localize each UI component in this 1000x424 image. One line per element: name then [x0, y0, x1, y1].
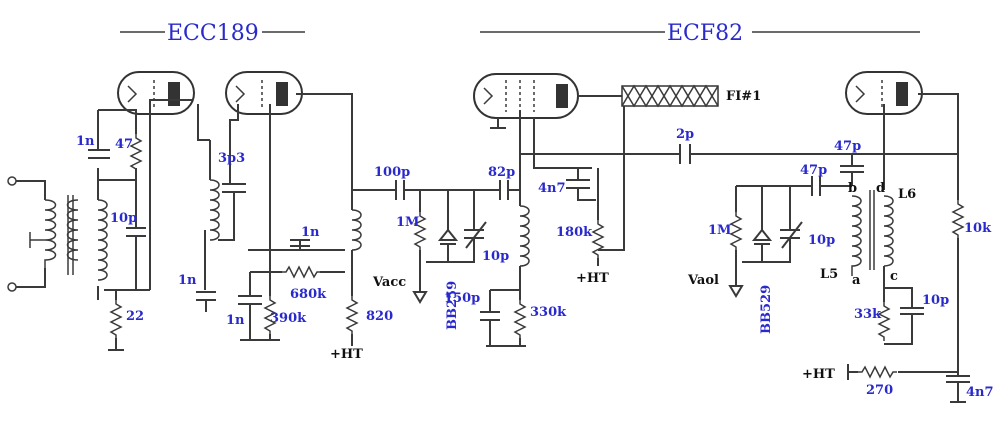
resistor — [281, 266, 322, 278]
label-c-100p: 100p — [374, 165, 410, 180]
label-c-1n: 1n — [76, 134, 95, 149]
grid-coil — [519, 205, 530, 267]
anode-coil — [351, 209, 362, 251]
label-r-47: 47 — [115, 137, 133, 152]
label-vaol: Vaol — [687, 273, 719, 288]
coil — [209, 179, 220, 241]
resistor — [952, 199, 964, 240]
label-c-4n7: 4n7 — [538, 181, 566, 196]
label-r-22: 22 — [126, 309, 144, 324]
label-pin-c: c — [890, 269, 898, 284]
label-c-10p: 10p — [482, 249, 509, 264]
varicap — [426, 190, 459, 263]
label-bb259: BB259 — [445, 281, 460, 330]
grid-coil — [97, 199, 108, 281]
label-r-270: 270 — [866, 383, 893, 398]
resistor — [110, 299, 122, 340]
tube-ecc189-a — [117, 71, 195, 115]
label-l5: L5 — [820, 267, 838, 282]
label-bb529: BB529 — [759, 285, 774, 334]
label-c-3p3: 3p3 — [218, 151, 245, 166]
label-c-4n7: 4n7 — [966, 385, 994, 400]
label-ht: +HT — [576, 271, 609, 286]
tube-ecc189-b — [225, 71, 303, 115]
label-c-47p: 47p — [834, 139, 861, 154]
coil-l5 — [851, 195, 862, 276]
resistor — [857, 366, 898, 378]
vaol-terminal — [728, 250, 744, 298]
varicap — [742, 186, 773, 263]
input-coil — [44, 199, 57, 268]
label-c-1n: 1n — [178, 273, 197, 288]
input-terminal — [7, 282, 17, 292]
label-r-180k: 180k — [556, 225, 593, 240]
label-r-10k: 10k — [964, 221, 992, 236]
label-c-10p: 10p — [922, 293, 949, 308]
vacc-terminal — [412, 250, 428, 304]
label-pin-a: a — [852, 273, 861, 288]
input-terminal — [7, 176, 17, 186]
resistor — [730, 211, 742, 252]
label-fi1: FI#1 — [726, 89, 761, 104]
label-c-82p: 82p — [488, 165, 515, 180]
label-r-390k: 390k — [270, 311, 307, 326]
label-c-1n: 1n — [226, 313, 245, 328]
title-ecf82: ECF82 — [667, 21, 743, 46]
title-ecc189: ECC189 — [167, 21, 259, 46]
tube-ecf82-pentode — [473, 73, 579, 119]
label-ht: +HT — [802, 367, 835, 382]
label-c-47p: 47p — [800, 163, 827, 178]
label-r-330k: 330k — [530, 305, 567, 320]
resistor — [592, 219, 604, 260]
label-c-150p: 150p — [444, 291, 480, 306]
label-r-820: 820 — [366, 309, 393, 324]
resistor — [514, 299, 526, 340]
label-c-1n: 1n — [301, 225, 320, 240]
label-pin-b: b — [848, 181, 857, 196]
label-ht: +HT — [330, 347, 363, 362]
label-r-33k: 33k — [854, 307, 882, 322]
resistor — [346, 295, 358, 336]
coil-l6 — [883, 195, 894, 267]
label-l6: L6 — [898, 187, 916, 202]
label-c-10p: 10p — [110, 211, 137, 226]
label-pin-d: d — [876, 181, 885, 196]
label-r-1m: 1M — [396, 215, 419, 230]
label-c-10p: 10p — [808, 233, 835, 248]
label-c-2p: 2p — [676, 127, 694, 142]
label-r-680k: 680k — [290, 287, 327, 302]
label-r-1m: 1M — [708, 223, 731, 238]
label-vacc: Vacc — [372, 275, 406, 290]
